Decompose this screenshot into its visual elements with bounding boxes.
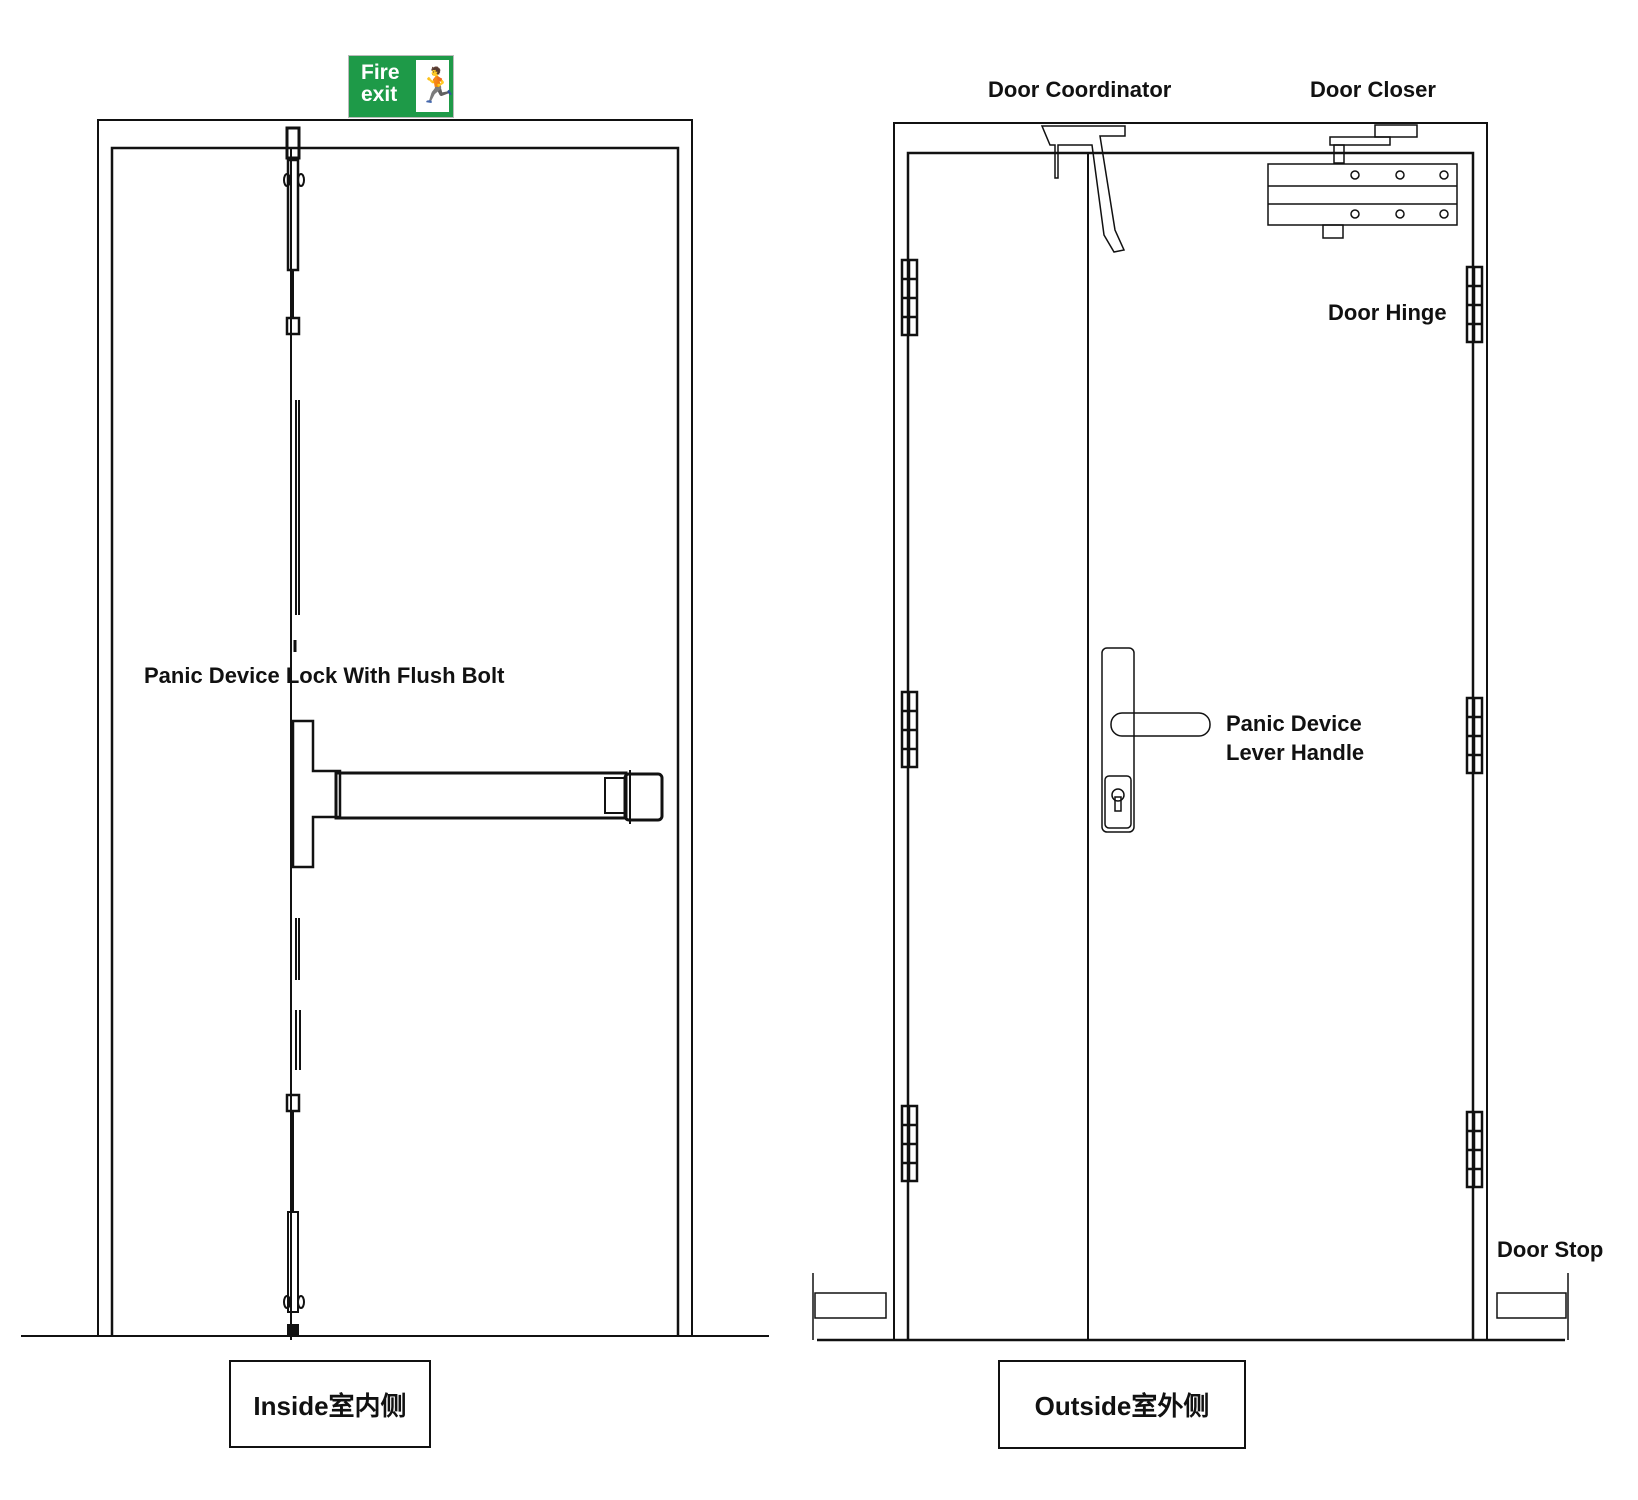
door-stop-label: Door Stop (1497, 1237, 1604, 1262)
outside-caption: Outside室外侧 (998, 1360, 1246, 1449)
door-closer-label: Door Closer (1310, 77, 1436, 102)
hinges (900, 258, 1484, 1189)
panic-lock-label: Panic Device Lock With Flush Bolt (144, 663, 505, 688)
door-closer (1267, 124, 1458, 239)
running-man-icon: 🏃 (416, 60, 458, 112)
door-stops (812, 1273, 1569, 1340)
door-hinge-label: Door Hinge (1328, 300, 1447, 325)
door-coordinator (1040, 125, 1126, 253)
inside-caption: Inside室内侧 (229, 1360, 431, 1448)
outside-door (817, 122, 1565, 1342)
panic-bar (291, 719, 664, 869)
lever-label-line-1: Panic Device (1226, 711, 1362, 736)
inside-door (21, 119, 769, 1340)
flush-bolt-bottom (283, 918, 305, 1336)
sign-line-2: exit (361, 83, 398, 106)
flush-bolt-top (283, 126, 305, 652)
door-coordinator-label: Door Coordinator (988, 77, 1172, 102)
lever-label-line-2: Lever Handle (1226, 739, 1365, 765)
lever-handle-label: Panic Device Lever Handle (1226, 710, 1364, 767)
lever-handle (1101, 647, 1211, 833)
sign-line-1: Fire (361, 61, 400, 84)
